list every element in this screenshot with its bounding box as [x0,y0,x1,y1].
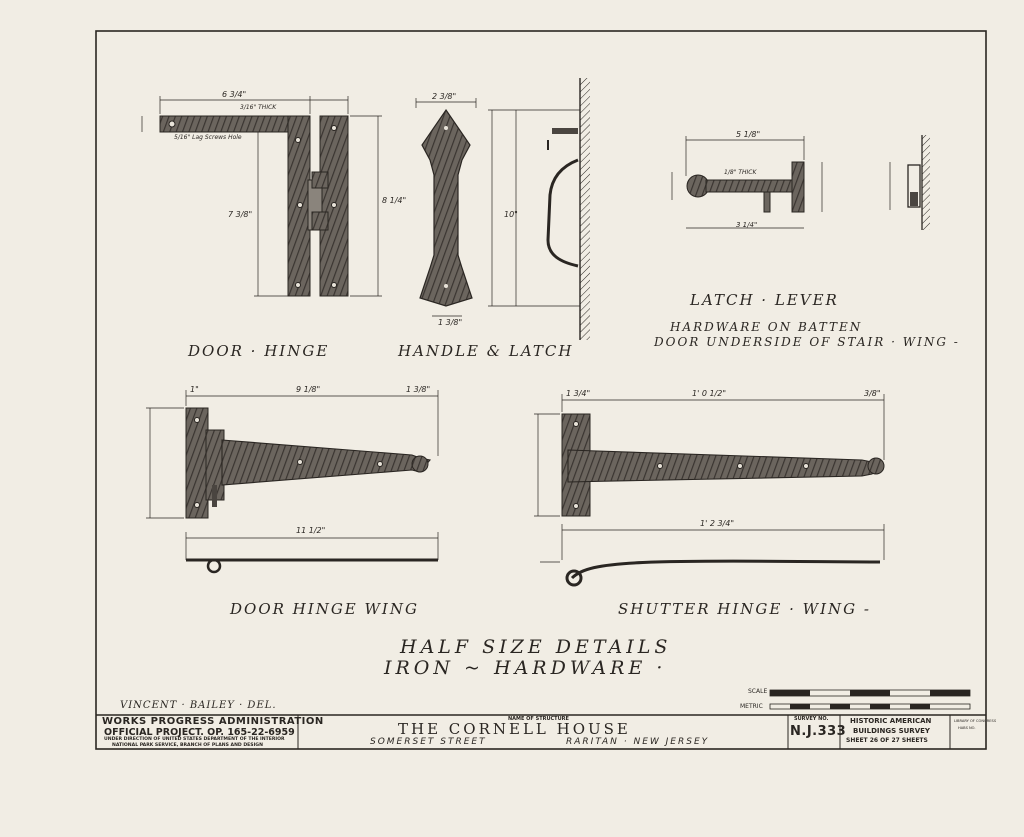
sheet-number: SHEET 26 OF 27 SHEETS [846,737,928,744]
wpa-line-2: OFFICIAL PROJECT. OP. 165-22-6959 [104,727,295,738]
survey-no-label: SURVEY NO. [794,716,829,722]
title-block-frame [96,714,986,749]
survey-number: N.J.333 [790,724,847,739]
street-address: SOMERSET STREET [370,737,487,747]
habs-line-2: BUILDINGS SURVEY [853,727,930,735]
dim-shw-right: 3/8" [864,389,881,398]
loc-label-2: HABS NO. [958,726,976,730]
habs-line-1: HISTORIC AMERICAN [850,717,932,725]
dim-dhw-top: 9 1/8" [296,385,321,394]
main-title-line-2: IRON ~ HARDWARE · [384,657,667,679]
wpa-line-3: UNDER DIRECTION OF UNITED STATES DEPARTM… [104,737,285,742]
dim-latch-thick: 1/8" THICK [724,169,757,176]
dim-door-hinge-right: 8 1/4" [382,196,407,205]
main-title-line-1: HALF SIZE DETAILS [400,636,672,658]
wpa-line-4: NATIONAL PARK SERVICE, BRANCH OF PLANS A… [112,743,263,748]
location: RARITAN · NEW JERSEY [566,737,710,747]
shutter-hinge-wing-drawing [534,394,885,587]
label-door-hinge: DOOR · HINGE [188,342,330,360]
label-handle-latch: HANDLE & LATCH [398,342,574,360]
sheet-border [95,30,987,750]
dim-dhw-length: 11 1/2" [296,526,326,535]
door-hinge-wing-drawing [146,390,439,574]
dim-shw-length: 1' 2 3/4" [700,519,735,528]
door-hinge-drawing [141,96,382,297]
dim-handle-bottom: 1 3/8" [438,318,463,327]
label-door-hinge-wing: DOOR HINGE WING [230,600,419,618]
delineator: VINCENT · BAILEY · DEL. [120,700,277,711]
dim-dhw-left: 1" [190,385,199,394]
dim-dhw-right: 1 3/8" [406,385,431,394]
dim-latch-width: 5 1/8" [736,130,761,139]
note-door-underside: DOOR UNDERSIDE OF STAIR · WING - [654,335,960,349]
dim-door-hinge-height: 7 3/8" [228,210,253,219]
loc-label-1: LIBRARY OF CONGRESS [954,719,997,723]
dim-handle-height: 10" [504,210,518,219]
scale-metric-label: METRIC [740,703,763,710]
structure-name: THE CORNELL HOUSE [398,720,631,738]
structure-name-label: NAME OF STRUCTURE [508,716,569,722]
dim-door-hinge-screw: 5/16" Lag Screws Hole [174,134,242,141]
handle-latch-drawing [415,78,590,340]
latch-lever-drawing [671,135,930,230]
dim-door-hinge-thick: 3/16" THICK [240,104,277,111]
dim-handle-width: 2 3/8" [432,92,457,101]
wpa-line-1: WORKS PROGRESS ADMINISTRATION [102,716,324,727]
label-shutter-hinge-wing: SHUTTER HINGE · WING - [618,600,871,618]
scale-label: SCALE [748,688,768,695]
label-latch-lever: LATCH · LEVER [690,291,839,309]
scale-bar [769,689,971,710]
dim-shw-top: 1' 0 1/2" [692,389,727,398]
note-hardware-batten: HARDWARE ON BATTEN [670,320,863,334]
dim-latch-bottom: 3 1/4" [736,221,758,229]
dim-shw-left: 1 3/4" [566,389,591,398]
dim-door-hinge-top: 6 3/4" [222,90,247,99]
